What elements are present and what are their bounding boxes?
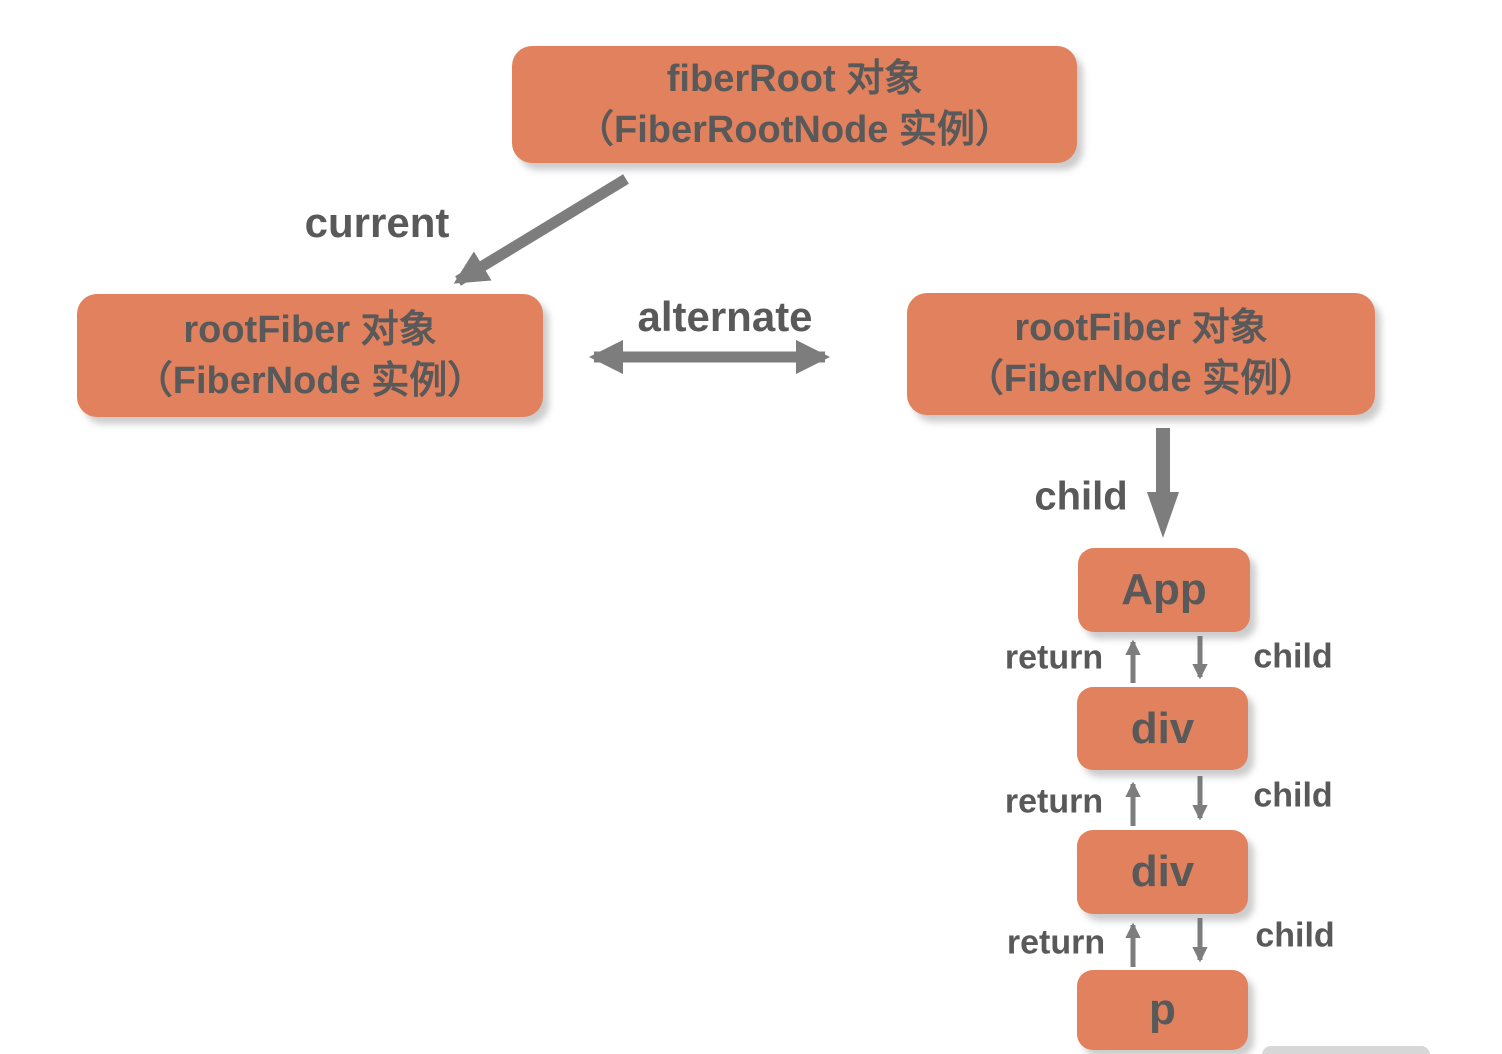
div-node-box-1: div bbox=[1077, 687, 1248, 770]
root-fiber-right-line2: （FiberNode 实例） bbox=[965, 358, 1317, 400]
p-node-box: p bbox=[1077, 970, 1248, 1050]
child-label-3: child bbox=[1255, 916, 1335, 955]
root-fiber-left-line2: （FiberNode 实例） bbox=[134, 359, 486, 402]
div-node-label-1: div bbox=[1130, 703, 1195, 753]
div-node-label-2: div bbox=[1130, 847, 1195, 896]
child-label-2: child bbox=[1253, 776, 1333, 815]
div-node-box-2: div bbox=[1077, 830, 1248, 914]
partial-box-top-edge bbox=[1262, 1046, 1430, 1054]
root-fiber-left-line1: rootFiber 对象 bbox=[183, 308, 437, 351]
return-label-3: return bbox=[1006, 923, 1106, 962]
alternate-label: alternate bbox=[637, 293, 813, 340]
root-fiber-right-box: rootFiber 对象 （FiberNode 实例） bbox=[907, 293, 1375, 415]
child-root-label: child bbox=[1034, 474, 1128, 519]
app-node-box: App bbox=[1078, 548, 1250, 632]
child-label-1: child bbox=[1253, 637, 1333, 676]
current-arrow bbox=[453, 174, 629, 286]
return-label-2: return bbox=[1004, 782, 1104, 821]
p-node-label: p bbox=[1149, 985, 1176, 1034]
current-label: current bbox=[304, 199, 450, 246]
child-root-arrow bbox=[1147, 428, 1179, 538]
return-label-1: return bbox=[1004, 638, 1104, 677]
fiber-root-line1: fiberRoot 对象 bbox=[666, 57, 923, 100]
fiber-root-line2: （FiberRootNode 实例） bbox=[576, 108, 1013, 151]
app-node-label: App bbox=[1121, 565, 1207, 614]
root-fiber-left-box: rootFiber 对象 （FiberNode 实例） bbox=[77, 294, 543, 417]
fiber-root-box: fiberRoot 对象 （FiberRootNode 实例） bbox=[512, 46, 1077, 163]
root-fiber-right-line1: rootFiber 对象 bbox=[1014, 307, 1268, 349]
